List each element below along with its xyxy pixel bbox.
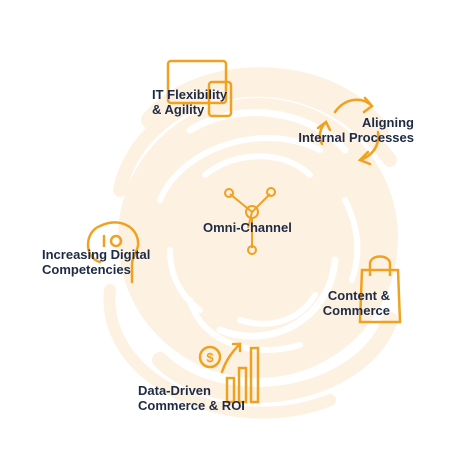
label-it-flexibility: IT Flexibility & Agility bbox=[152, 87, 228, 117]
label-content-commerce: Content & Commerce bbox=[322, 288, 390, 318]
label-aligning-processes: Aligning Internal Processes bbox=[298, 115, 414, 145]
label-data-driven: Data-Driven Commerce & ROI bbox=[138, 383, 245, 413]
devices-icon bbox=[166, 59, 233, 118]
growth-chart-icon: $ bbox=[198, 342, 260, 404]
cycle-arrows-icon bbox=[316, 96, 380, 166]
label-digital-competencies: Increasing Digital Competencies bbox=[42, 247, 151, 277]
head-icon bbox=[86, 221, 140, 284]
background-swirl-gaps bbox=[157, 109, 361, 353]
shopping-bag-icon bbox=[358, 255, 402, 324]
center-label: Omni-Channel bbox=[203, 220, 292, 235]
network-hub-icon bbox=[224, 187, 276, 255]
svg-text:$: $ bbox=[206, 350, 214, 365]
